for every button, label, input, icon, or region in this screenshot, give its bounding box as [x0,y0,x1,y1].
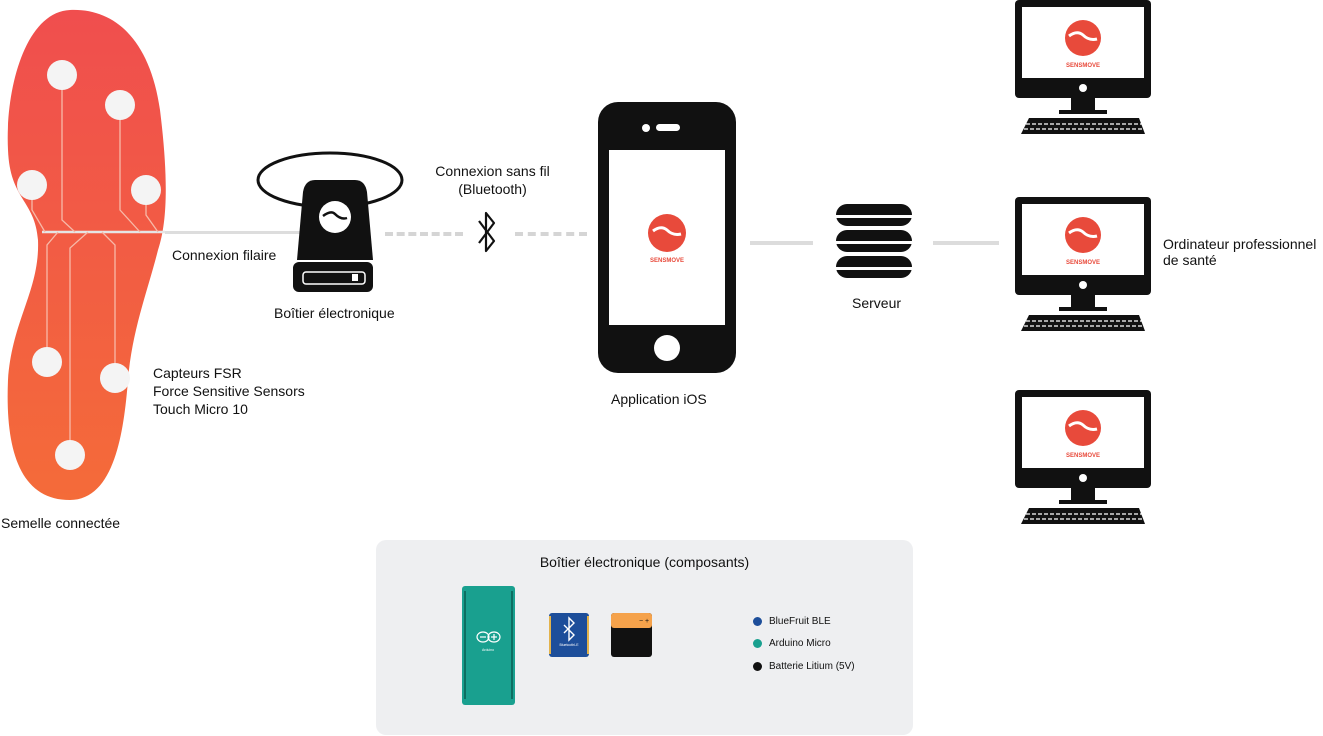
sensmove-logo-icon [319,201,351,233]
fsr-sensor [131,175,161,205]
legend-label: Batterie Litium (5V) [769,661,855,672]
wireless-dash-left [385,232,463,236]
legend-item-bluefruit: BlueFruit BLE [753,616,831,627]
fsr-sensor [17,170,47,200]
fsr-sensor [105,90,135,120]
server-computer-line [933,241,999,245]
fsr-sensor [47,60,77,90]
server-icon [836,204,912,278]
computer-icon: SENSMOVE [1015,390,1151,524]
brand-text: SENSMOVE [1066,453,1100,459]
wired-connection-line [165,231,305,234]
ios-phone: SENSMOVE [598,102,736,373]
computer-icon: SENSMOVE [1015,0,1151,134]
legend-dot [753,662,762,671]
sensmove-logo-icon [648,214,686,252]
components-title: Boîtier électronique (composants) [539,554,750,570]
brand-text: SENSMOVE [1066,63,1100,69]
battery-sign: − + [639,618,649,625]
wireless-dash-right [515,232,587,236]
computer-icon: SENSMOVE [1015,197,1151,331]
bluefruit-board: BluetoothLE [549,613,589,657]
brand-text: SENSMOVE [650,258,684,264]
app-label: Application iOS [611,391,707,407]
wired-connection-label: Connexion filaire [172,247,277,263]
home-button [654,335,680,361]
electronic-box [256,151,404,292]
server-label: Serveur [852,295,902,311]
legend-item-arduino: Arduino Micro [753,638,831,649]
bluetooth-icon [478,211,496,253]
bluefruit-text: BluetoothLE [559,643,579,647]
sensors-label-line3: Touch Micro 10 [153,401,248,417]
brand-text: SENSMOVE [1066,260,1100,266]
legend-dot [753,639,762,648]
box-label: Boîtier électronique [274,305,395,321]
fsr-sensor [55,440,85,470]
arduino-board: Arduino [462,586,515,705]
legend-item-battery: Batterie Litium (5V) [753,661,855,672]
wireless-label-line1: Connexion sans fil [435,163,550,179]
sensors-label-line1: Capteurs FSR [153,365,242,381]
sensors-label-line2: Force Sensitive Sensors [153,383,305,399]
components-panel: Boîtier électronique (composants) Arduin… [376,540,913,735]
battery-icon: − + [611,613,652,657]
wireless-label-line2: (Bluetooth) [458,181,527,197]
insole-label: Semelle connectée [1,515,121,531]
fsr-sensor [100,363,130,393]
insole-shape [7,9,166,501]
fsr-sensor [32,347,62,377]
arduino-logo-icon [476,631,501,643]
computer-label-line2: de santé [1163,252,1217,268]
legend-dot [753,617,762,626]
connected-insole [7,9,166,501]
fsr-sensors [17,60,161,470]
legend-label: Arduino Micro [769,638,831,649]
bluetooth-icon [563,616,575,642]
legend-label: BlueFruit BLE [769,616,831,627]
insole-wiring [31,75,165,455]
arduino-text: Arduino [482,648,494,652]
computer-label-line1: Ordinateur professionnel [1163,236,1317,252]
app-server-line [750,241,813,245]
